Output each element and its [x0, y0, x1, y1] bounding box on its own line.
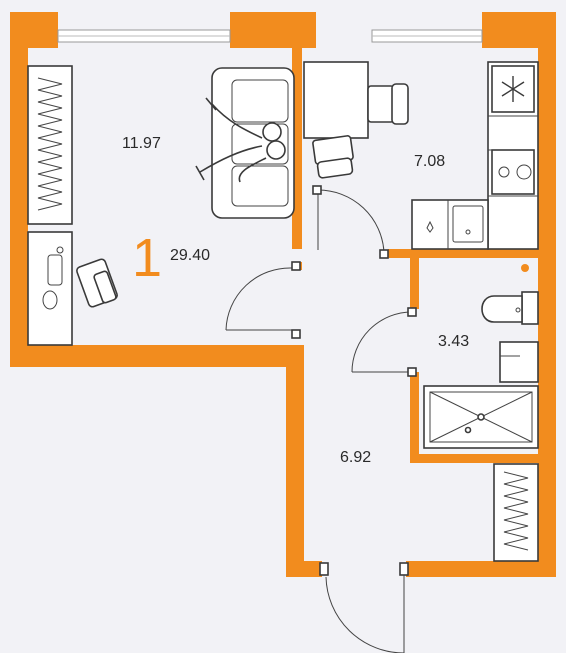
door-kitchen [312, 185, 389, 259]
desk-icon [27, 231, 73, 346]
room-area-bathroom: 3.43 [438, 333, 469, 350]
table-icon [303, 61, 409, 179]
room-area-hallway: 6.92 [340, 449, 371, 466]
window-living [57, 29, 231, 43]
window-kitchen [371, 29, 483, 43]
wall-left [10, 12, 28, 367]
room-area-kitchen: 7.08 [414, 153, 445, 170]
wall-top-left [10, 12, 58, 48]
wall-living-bottom [10, 345, 288, 367]
room-area-living: 11.97 [122, 135, 161, 152]
wall-hall-bottom-left [286, 561, 322, 577]
wall-bath-bottom [410, 454, 538, 463]
stove-icon [488, 149, 535, 195]
radiator-icon [27, 65, 73, 225]
radiator-icon [493, 463, 539, 562]
snowflake-icon [491, 65, 535, 113]
walls [10, 12, 556, 577]
wall-hall-bottom-right [406, 561, 556, 577]
bath-marker-dot [521, 264, 529, 272]
door-bathroom [351, 307, 417, 377]
wall-bath-left-top [410, 249, 419, 309]
wall-top-mid [230, 12, 316, 48]
bath-sink-icon [499, 341, 539, 383]
door-living [225, 261, 301, 339]
shower-icon [423, 385, 539, 449]
wall-kitchen-bottom [388, 249, 538, 258]
armchair-icon [76, 258, 118, 308]
sofa-icon [211, 67, 295, 219]
person-icon [195, 97, 286, 183]
total-area-label: 29.40 [170, 247, 210, 264]
toilet-icon [481, 291, 539, 325]
door-entrance [319, 562, 409, 653]
wall-bath-left-bottom [410, 372, 419, 462]
sink-icon [411, 199, 489, 250]
wall-hall-left [286, 345, 304, 577]
room-count-label: 1 [132, 228, 162, 288]
wall-right [538, 12, 556, 577]
wall-partition-vertical [292, 44, 302, 249]
